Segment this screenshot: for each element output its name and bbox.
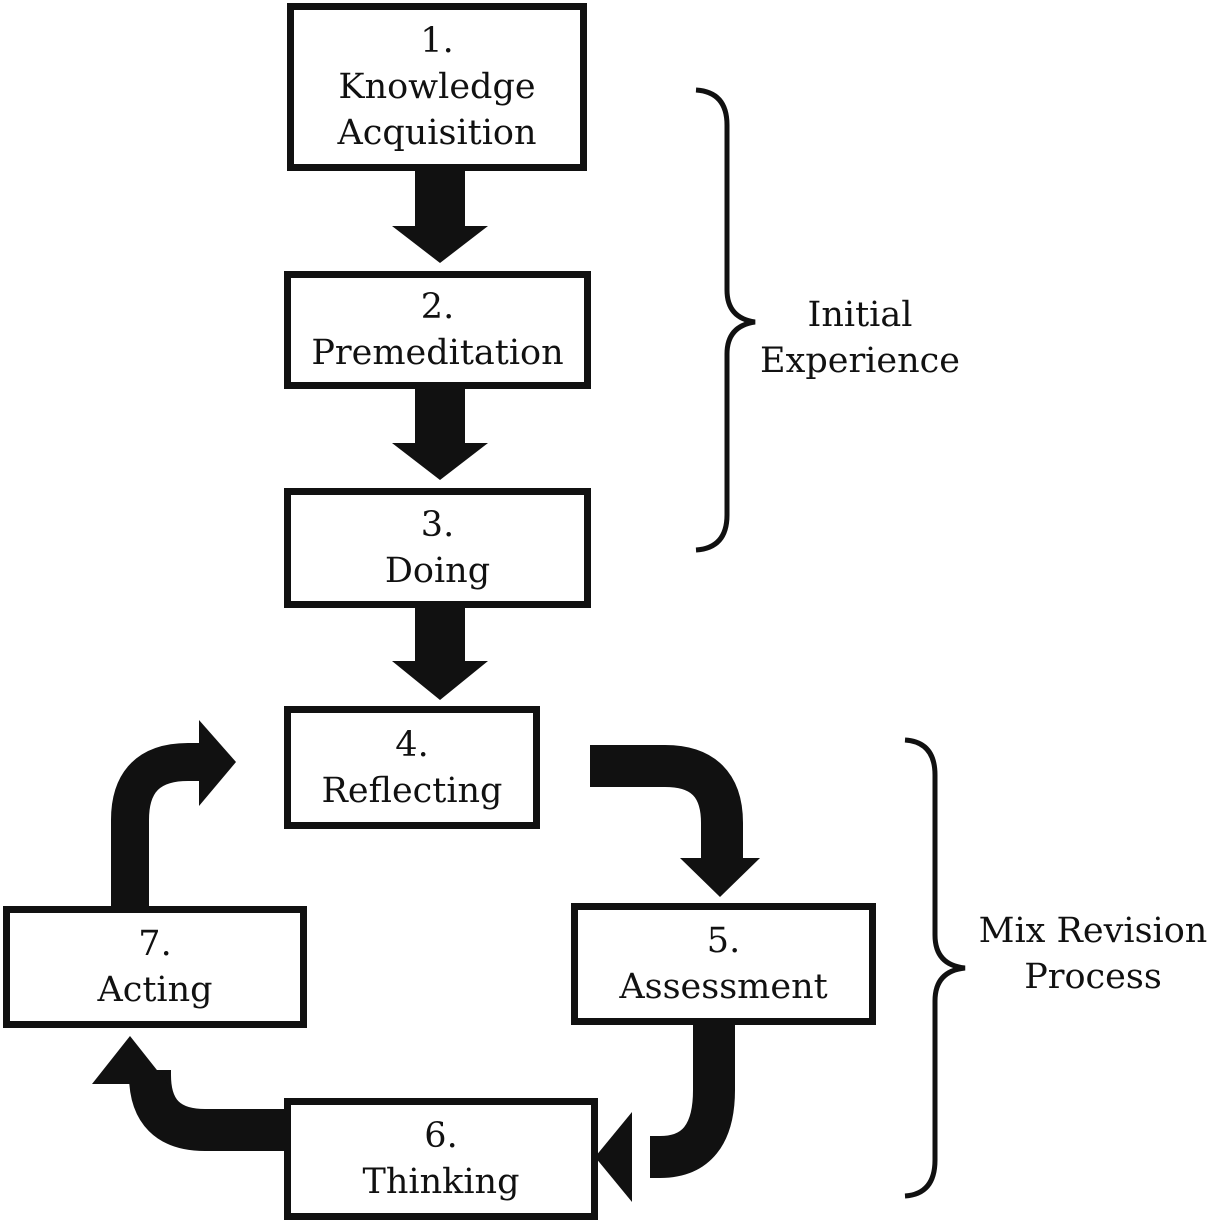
step-title: Acquisition: [337, 113, 537, 153]
arrow-5-to-6: [650, 1000, 735, 1178]
step-2-premeditation: 2. Premeditation: [284, 271, 591, 389]
step-title: Doing: [384, 551, 491, 591]
group-label-line: Process: [1024, 957, 1162, 997]
arrow-7-to-4: [111, 743, 205, 910]
arrow-7-to-4-head: [199, 720, 236, 806]
step-number: 3.: [420, 505, 455, 545]
step-number: 4.: [395, 724, 429, 765]
arrow-6-to-7-head: [92, 1036, 168, 1084]
brace-initial-experience: [695, 87, 756, 553]
step-title: Reflecting: [321, 770, 503, 811]
step-4-reflecting: 4. Reflecting: [284, 706, 540, 829]
step-6-thinking: 6. Thinking: [284, 1098, 598, 1220]
step-number: 2.: [420, 287, 455, 327]
step-title: Acting: [97, 970, 213, 1010]
step-5-assessment: 5. Assessment: [571, 903, 876, 1025]
step-title: Thinking: [362, 1162, 520, 1202]
group-label-line: Experience: [760, 341, 960, 381]
arrow-5-to-6-head: [595, 1112, 632, 1202]
step-number: 6.: [424, 1116, 458, 1156]
group-label-line: Initial: [807, 295, 913, 335]
arrow-4-to-5-head: [680, 858, 760, 897]
brace-mix-revision: [904, 737, 966, 1199]
arrow-2-to-3: [392, 388, 488, 480]
step-7-acting: 7. Acting: [3, 906, 307, 1028]
step-title: Premeditation: [311, 333, 564, 373]
step-number: 7.: [138, 924, 172, 964]
group-label-mix-revision-process: Mix Revision Process: [968, 908, 1216, 1000]
step-title: Knowledge: [338, 67, 536, 107]
step-title: Assessment: [619, 967, 828, 1007]
step-number: 1.: [420, 21, 454, 61]
arrow-4-to-5: [590, 745, 743, 862]
step-3-doing: 3. Doing: [284, 488, 591, 608]
arrow-3-to-4: [392, 606, 488, 700]
group-label-line: Mix Revision: [978, 911, 1208, 951]
arrow-1-to-2: [392, 168, 488, 263]
step-number: 5.: [706, 921, 741, 961]
arrow-6-to-7: [129, 1073, 290, 1151]
step-1-knowledge-acquisition: 1. Knowledge Acquisition: [287, 3, 587, 171]
group-label-initial-experience: Initial Experience: [745, 292, 975, 384]
